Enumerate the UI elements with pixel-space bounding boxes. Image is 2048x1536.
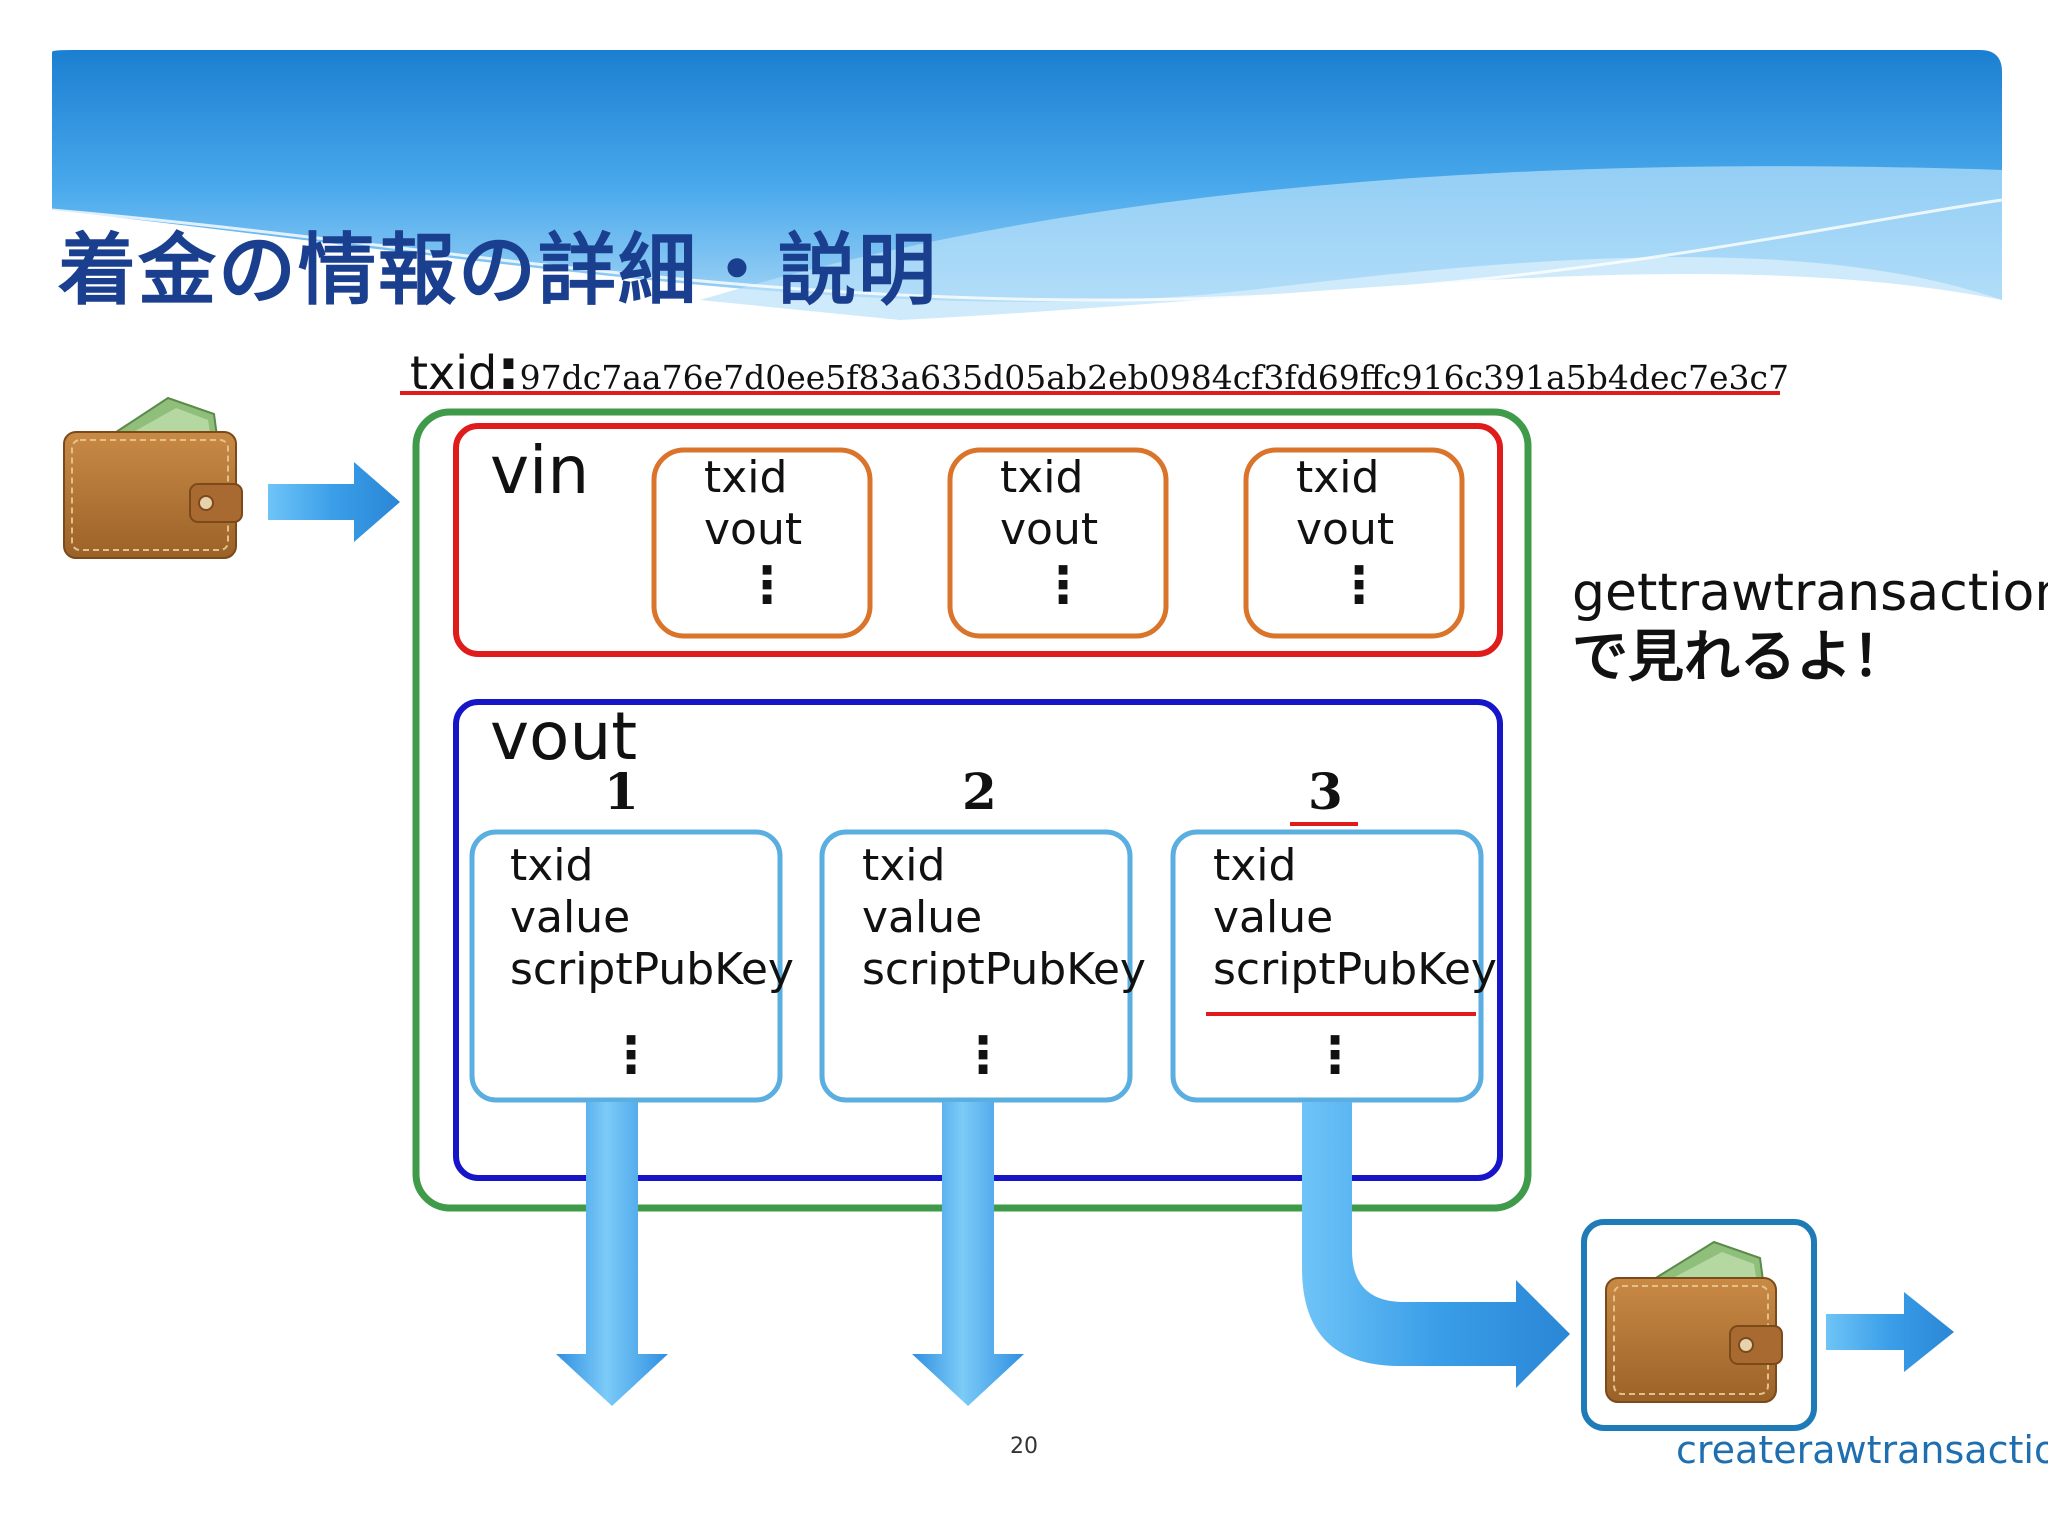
vin-input-1-more-icon: ⋮ [742,556,792,614]
output-1-arrow-icon [556,1102,668,1406]
vin-box [453,423,1503,657]
output-3-arrow-icon [1302,1102,1570,1388]
output-3-more-icon: ⋮ [1310,1026,1360,1084]
vout-output-3: txid value scriptPubKey [1213,840,1497,996]
vout-output-2: txid value scriptPubKey [862,840,1146,996]
output-1-scriptpubkey: scriptPubKey [510,943,794,995]
vin-input-3-txid: txid [1296,452,1380,503]
page-number: 20 [1010,1434,1038,1459]
vin-input-3-more-icon: ⋮ [1334,556,1384,614]
output-2-scriptpubkey: scriptPubKey [862,943,1146,995]
output-1-txid: txid [510,840,594,891]
vin-input-2-vout: vout [1000,503,1099,555]
vin-input-2-txid: txid [1000,452,1084,503]
vin-input-1-vout: vout [704,503,803,555]
output-3-value: value [1213,891,1334,943]
output-2-arrow-icon [912,1102,1024,1406]
command-note: gettrawtransaction で見れるよ！ [1572,562,2048,692]
vin-input-2: txid vout [1000,452,1098,556]
input-arrow-icon [268,462,400,542]
vin-input-2-more-icon: ⋮ [1038,556,1088,614]
exit-arrow-icon [1826,1292,1954,1372]
vin-input-1: txid vout [704,452,802,556]
txid-label: txid [410,346,498,400]
wallet-frame [1581,1219,1817,1431]
output-3-scriptpubkey: scriptPubKey [1213,943,1497,995]
vout-output-box-2 [819,829,1133,1103]
vout-output-box-1 [469,829,783,1103]
page-title: 着金の情報の詳細・説明 [58,225,939,316]
output-3-index: 3 [1308,762,1343,821]
header-banner [51,50,2003,320]
output-3-txid: txid [1213,840,1297,891]
wallet-icon [1605,1240,1783,1403]
command-note-line-1: gettrawtransaction [1572,563,2048,623]
vin-input-box-1 [651,447,873,639]
output-2-index: 2 [962,762,997,821]
txid-separator: : [497,338,520,403]
command-note-line-2: で見れるよ！ [1572,625,1908,691]
vin-input-3: txid vout [1296,452,1394,556]
txid-line: txid:97dc7aa76e7d0ee5f83a635d05ab2eb0984… [410,338,1789,403]
create-label: createrawtransaction [1676,1428,2048,1472]
wallet-icon [63,396,243,559]
vin-input-box-3 [1243,447,1465,639]
output-1-index: 1 [604,762,639,821]
output-2-value: value [862,891,983,943]
vin-input-3-vout: vout [1296,503,1395,555]
vout-label: vout [490,698,638,775]
txid-value: 97dc7aa76e7d0ee5f83a635d05ab2eb0984cf3fd… [519,358,1790,397]
output-2-txid: txid [862,840,946,891]
output-1-value: value [510,891,631,943]
vout-output-1: txid value scriptPubKey [510,840,794,996]
output-1-more-icon: ⋮ [606,1026,656,1084]
vin-label: vin [490,432,590,509]
output-2-more-icon: ⋮ [958,1026,1008,1084]
vout-output-box-3 [1170,829,1484,1103]
vin-input-1-txid: txid [704,452,788,503]
vin-input-box-2 [947,447,1169,639]
